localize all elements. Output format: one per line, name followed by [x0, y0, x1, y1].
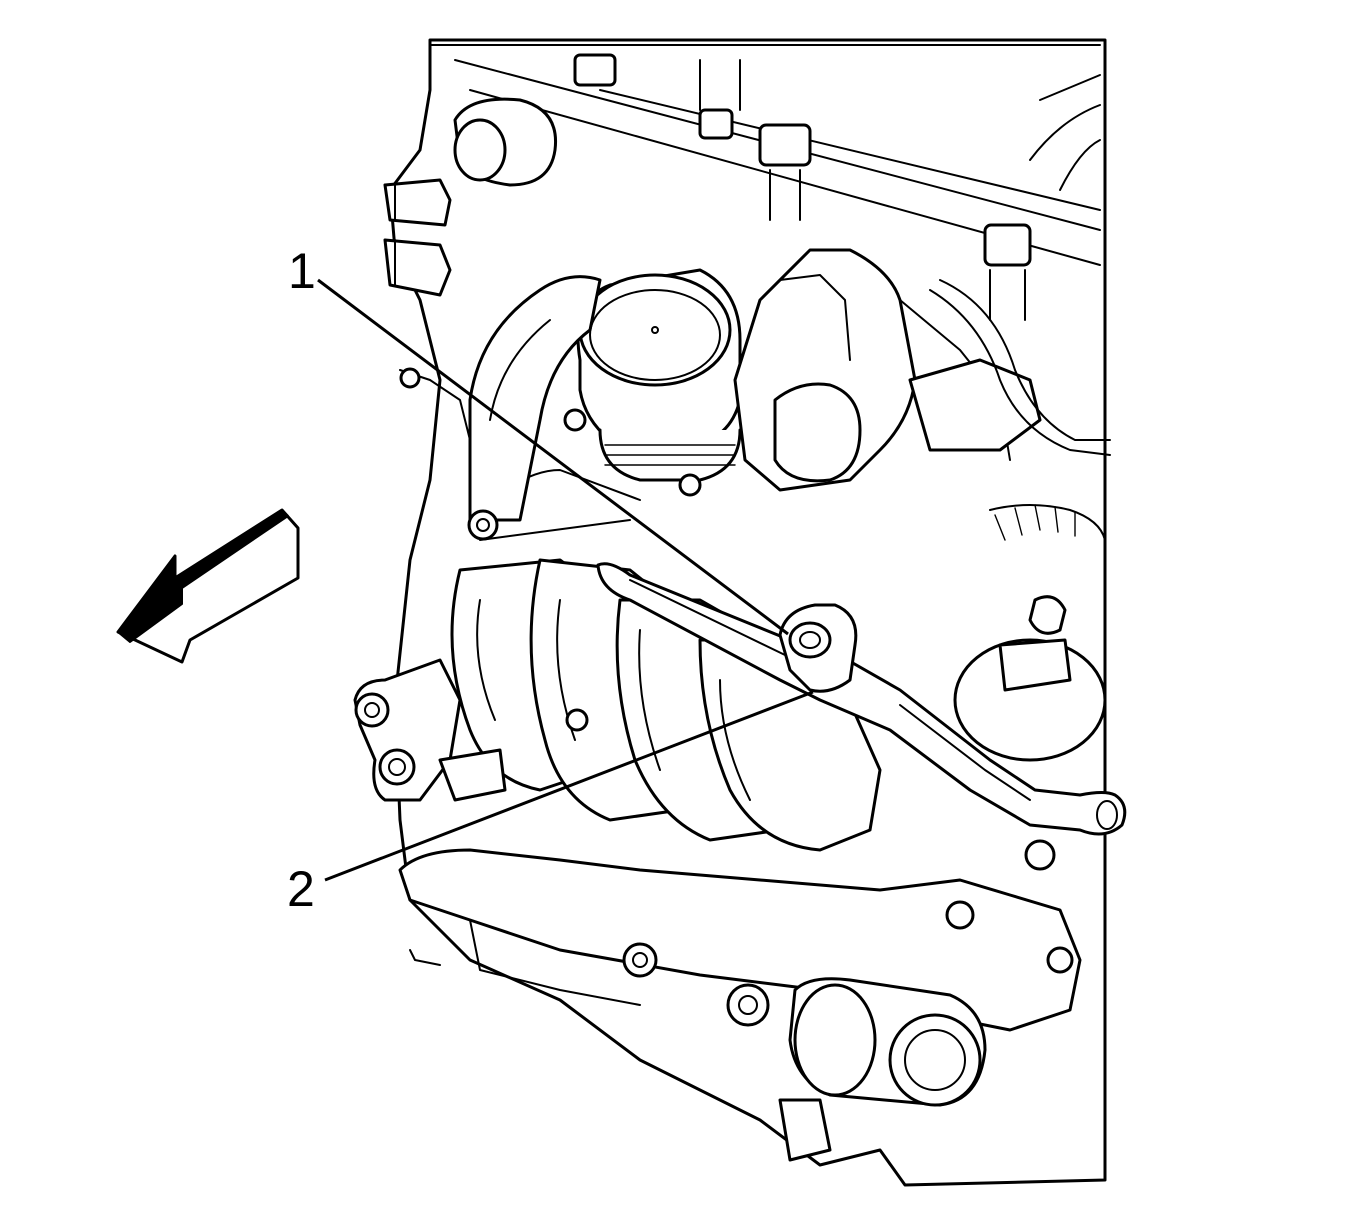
callout-leaders — [317, 278, 814, 882]
intake-plenum — [733, 248, 1042, 492]
harness-tube — [929, 279, 1111, 456]
throttle-body — [563, 268, 742, 497]
leader-line-2 — [324, 690, 814, 882]
runner-bends — [467, 275, 602, 541]
callout-label-1: 1 — [288, 243, 316, 299]
mounting-bracket — [353, 367, 589, 802]
tube-bracket — [778, 603, 858, 693]
upper-fittings — [383, 97, 558, 297]
lower-block — [398, 848, 1082, 1032]
starter-motor — [726, 977, 987, 1162]
callout-label-2: 2 — [287, 861, 315, 917]
front-direction-arrow-icon — [116, 508, 300, 664]
callout-labels: 1 2 — [287, 243, 316, 917]
filter-housing — [953, 504, 1107, 871]
dipstick-tube — [596, 562, 1127, 836]
leader-line-1 — [317, 278, 789, 636]
valve-cover — [429, 44, 1101, 321]
